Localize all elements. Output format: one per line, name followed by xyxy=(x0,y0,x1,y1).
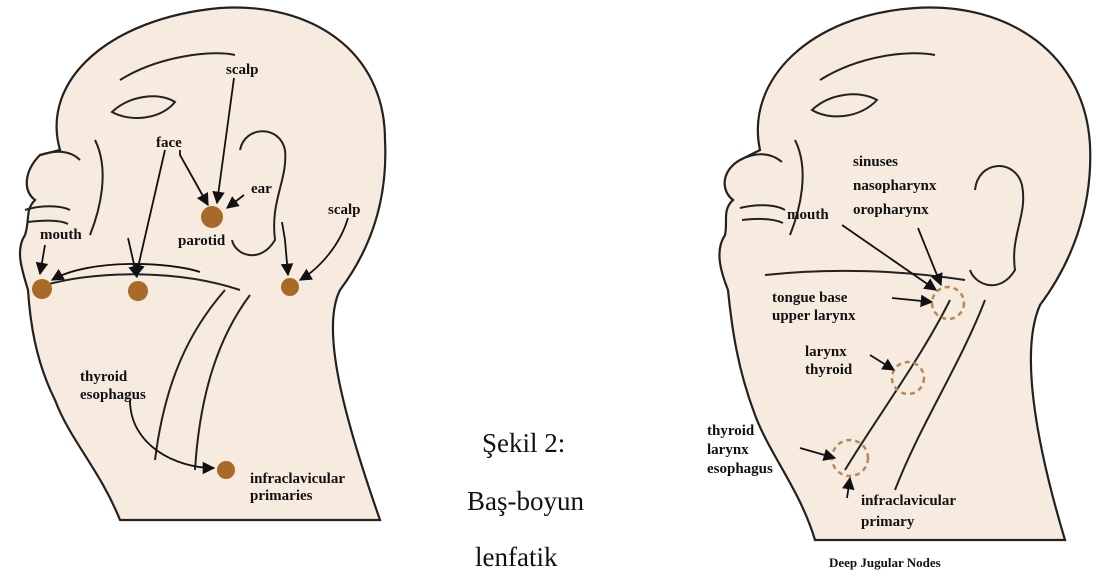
caption-line-2: Baş-boyun xyxy=(467,486,584,516)
label-thyroid-lower: thyroid xyxy=(707,423,755,439)
label-larynx: larynx xyxy=(805,344,847,360)
label-thyroid-right: thyroid xyxy=(805,362,853,378)
label-sinuses: sinuses xyxy=(853,154,898,170)
left-head-outline xyxy=(20,7,385,520)
figure-caption: Şekil 2: Baş-boyun lenfatik xyxy=(467,428,584,572)
label-parotid: parotid xyxy=(178,233,226,249)
label-primaries: primaries xyxy=(250,488,313,504)
label-infraclavicular: infraclavicular xyxy=(250,471,345,487)
label-mouth-right: mouth xyxy=(787,207,829,223)
caption-line-1: Şekil 2: xyxy=(482,428,565,458)
right-head-figure: sinuses nasopharynx oropharynx mouth ton… xyxy=(707,8,1090,570)
label-thyroid: thyroid xyxy=(80,369,128,385)
label-upper-larynx: upper larynx xyxy=(772,308,856,324)
label-tongue-base: tongue base xyxy=(772,290,848,306)
label-scalp-top: scalp xyxy=(226,62,259,78)
label-esophagus: esophagus xyxy=(80,387,146,403)
figure-title-deep-jugular: Deep Jugular Nodes xyxy=(829,555,941,570)
node-mouth xyxy=(32,279,52,299)
label-mouth: mouth xyxy=(40,227,82,243)
label-scalp-right: scalp xyxy=(328,202,361,218)
label-infraclavicular-right: infraclavicular xyxy=(861,493,956,509)
caption-line-3: lenfatik xyxy=(475,542,558,572)
label-esophagus-right: esophagus xyxy=(707,461,773,477)
node-parotid xyxy=(201,206,223,228)
label-larynx-lower: larynx xyxy=(707,442,749,458)
node-face xyxy=(128,281,148,301)
node-scalp xyxy=(281,278,299,296)
label-primary: primary xyxy=(861,514,915,530)
label-ear: ear xyxy=(251,181,272,197)
label-oropharynx: oropharynx xyxy=(853,202,929,218)
label-nasopharynx: nasopharynx xyxy=(853,178,937,194)
label-face: face xyxy=(156,135,182,151)
node-infraclavicular xyxy=(217,461,235,479)
left-head-figure: scalp face ear scalp mouth parotid thyro… xyxy=(20,7,385,520)
